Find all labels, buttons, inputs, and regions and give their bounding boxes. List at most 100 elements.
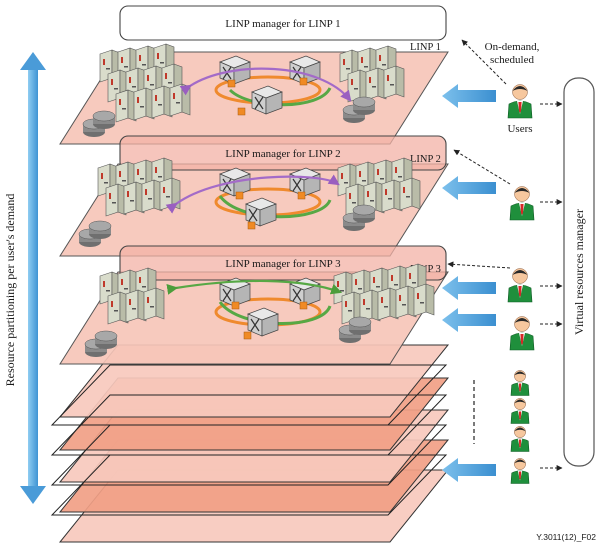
- virtual-resources-manager-box: [563, 77, 595, 467]
- server-led: [343, 59, 345, 65]
- storage-icon: [84, 330, 118, 357]
- server-slot: [130, 200, 134, 202]
- storage-disk-top: [92, 110, 116, 122]
- storage-disk-top: [88, 220, 112, 232]
- server-led: [139, 277, 141, 283]
- server-led: [417, 293, 419, 299]
- server-slot: [176, 102, 180, 104]
- server-slot: [358, 288, 362, 290]
- server-led: [137, 97, 139, 103]
- storage-icon: [78, 220, 112, 247]
- network-node: [227, 79, 236, 88]
- axis-shaft: [28, 66, 38, 490]
- figure-code: Y.3011(12)_F02: [536, 532, 596, 542]
- server-led: [363, 299, 365, 305]
- server-slot: [106, 68, 110, 70]
- server-slot: [366, 308, 370, 310]
- server-slot: [398, 176, 402, 178]
- server-slot: [362, 180, 366, 182]
- resource-partitioning-axis: Resource partitioning per user's demand: [3, 52, 46, 504]
- server-unit-icon: [399, 177, 421, 211]
- server-led: [337, 281, 339, 287]
- server-slot: [114, 310, 118, 312]
- user-icon: [509, 316, 535, 351]
- server-led: [399, 295, 401, 301]
- server-slot: [406, 196, 410, 198]
- server-slot: [140, 178, 144, 180]
- server-cluster-right: [337, 157, 421, 217]
- user-request-arrow: [442, 308, 496, 332]
- virtual-link-arrow: [179, 67, 352, 102]
- server-led: [355, 279, 357, 285]
- generic-resource-plane-outline: [50, 364, 448, 426]
- server-slot: [340, 290, 344, 292]
- network-node: [297, 191, 306, 200]
- linp-1-resources: [82, 43, 405, 137]
- server-front: [125, 289, 139, 323]
- user-hair: [514, 318, 530, 323]
- storage-icon: [342, 96, 376, 123]
- server-slot: [106, 290, 110, 292]
- server-side: [395, 65, 405, 98]
- server-slot: [420, 302, 424, 304]
- server-led: [395, 167, 397, 173]
- server-slot: [384, 306, 388, 308]
- server-front: [151, 85, 165, 119]
- storage-disk-top: [352, 96, 376, 108]
- generic-resource-plane-outline: [50, 394, 448, 456]
- server-front: [133, 87, 147, 121]
- server-led: [373, 277, 375, 283]
- blue-arrow-shape: [442, 276, 496, 300]
- server-led: [379, 55, 381, 61]
- server-cluster-left: [99, 267, 165, 325]
- server-led: [155, 167, 157, 173]
- server-unit-icon: [395, 285, 417, 319]
- server-led: [101, 173, 103, 179]
- users-label: Users: [507, 123, 532, 135]
- router-icon: [251, 85, 283, 115]
- server-led: [163, 187, 165, 193]
- server-led: [359, 171, 361, 177]
- server-front: [399, 177, 413, 211]
- users-group: [507, 84, 535, 484]
- linp-manager-label-1: LINP manager for LINP 1: [225, 18, 340, 30]
- server-led: [391, 275, 393, 281]
- server-slot: [394, 284, 398, 286]
- server-slot: [348, 310, 352, 312]
- server-slot: [370, 200, 374, 202]
- server-front: [107, 291, 121, 325]
- server-led: [119, 171, 121, 177]
- server-slot: [158, 104, 162, 106]
- dashed-arrow-to-linp-manager: [447, 261, 511, 269]
- server-slot: [380, 178, 384, 180]
- server-led: [155, 95, 157, 101]
- server-led: [129, 299, 131, 305]
- user-request-arrow: [442, 276, 496, 300]
- dashed-arrow-to-linp-manager: [453, 149, 511, 185]
- storage-icon: [82, 110, 116, 137]
- server-slot: [112, 202, 116, 204]
- network-node: [247, 221, 256, 230]
- server-front: [115, 89, 129, 123]
- server-slot: [140, 106, 144, 108]
- router-x-mark: [250, 318, 260, 332]
- server-slot: [372, 86, 376, 88]
- user-hair: [514, 427, 526, 432]
- linp-manager-label-2: LINP manager for LINP 2: [225, 148, 340, 160]
- server-led: [145, 189, 147, 195]
- axis-head-down: [20, 486, 46, 504]
- green-path-ring: [218, 301, 332, 325]
- user-tie: [518, 439, 522, 448]
- server-led: [345, 301, 347, 307]
- server-front: [141, 179, 155, 213]
- server-led: [119, 99, 121, 105]
- server-led: [157, 53, 159, 59]
- server-front: [377, 287, 391, 321]
- dashed-arrow-to-linp-manager: [461, 39, 507, 85]
- server-led: [403, 187, 405, 193]
- server-led: [361, 57, 363, 63]
- virtual-link-arrow: [165, 174, 340, 214]
- server-led: [127, 191, 129, 197]
- storage-icon: [342, 204, 376, 231]
